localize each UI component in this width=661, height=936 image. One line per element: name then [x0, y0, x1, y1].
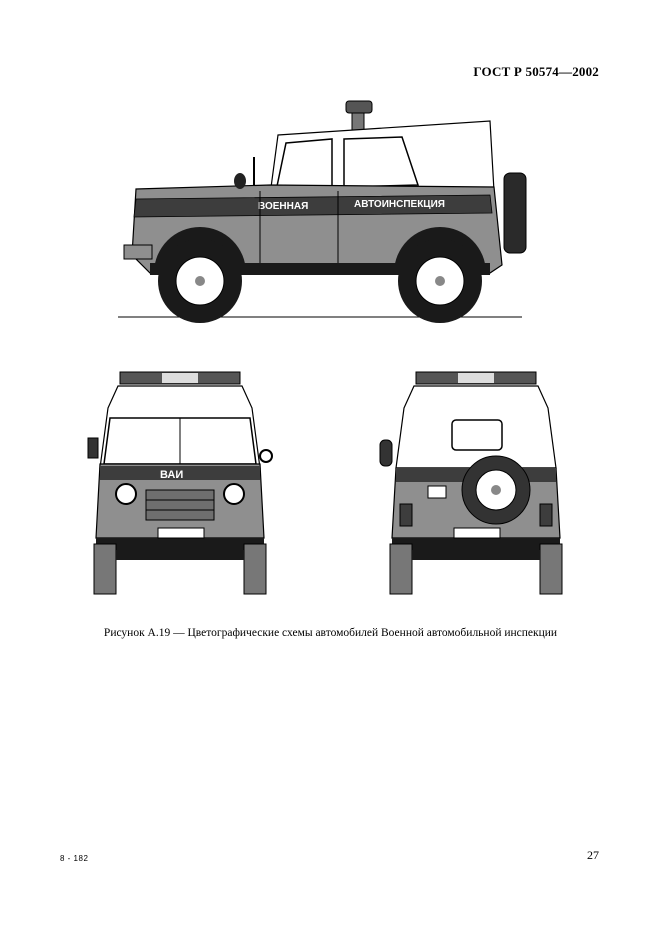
standard-designation: ГОСТ Р 50574—2002 [473, 64, 599, 79]
side-mirror [234, 173, 246, 189]
front-right-tire [243, 543, 267, 595]
rear-window [451, 419, 503, 451]
vehicle-front-view: ВАИ [87, 371, 273, 595]
vehicle-side-view: ВОЕННАЯ АВТОИНСПЕКЦИЯ [118, 100, 527, 323]
right-headlight [223, 483, 245, 505]
spare-wheel [503, 172, 527, 254]
side-text-military: ВОЕННАЯ [258, 201, 308, 212]
rear-spare-wheel [461, 455, 531, 525]
roof-beacon [345, 100, 373, 114]
side-window-rear [343, 136, 420, 188]
rear-license-plate [453, 527, 501, 539]
page-number: 27 [587, 848, 599, 862]
side-text-inspection: АВТОИНСПЕКЦИЯ [354, 199, 445, 210]
left-headlight [115, 483, 137, 505]
rear-wheel [398, 239, 482, 323]
hood-text-vai: ВАИ [160, 469, 183, 481]
figure-caption: Рисунок А.19 — Цветографические схемы ав… [103, 627, 558, 639]
left-tail-light [399, 503, 413, 527]
rear-right-tire [539, 543, 563, 595]
front-left-tire [93, 543, 117, 595]
front-license-plate [157, 527, 205, 539]
vehicle-rear-view [379, 371, 563, 595]
right-tail-light [539, 503, 553, 527]
side-stripe [133, 194, 493, 218]
rear-left-tire [389, 543, 413, 595]
sheet-code: 8 - 182 [60, 854, 89, 863]
radiator-grille [145, 489, 215, 521]
front-wheel [158, 239, 242, 323]
